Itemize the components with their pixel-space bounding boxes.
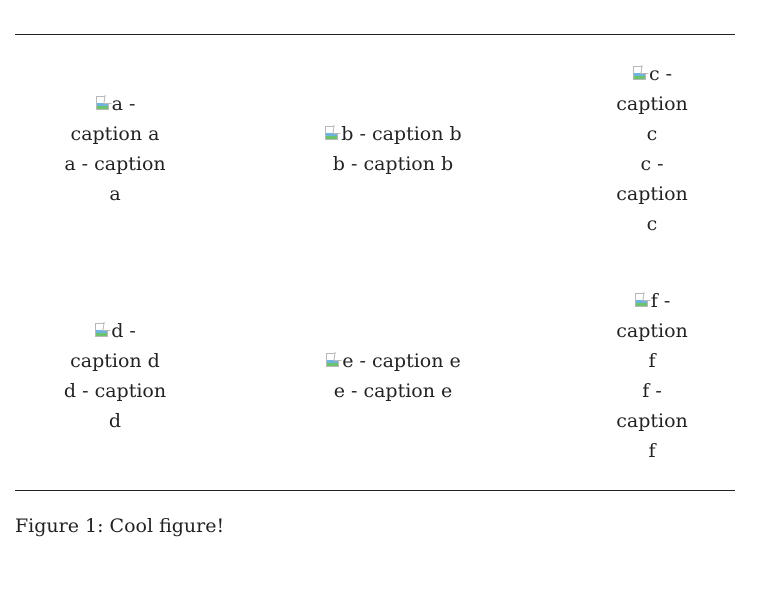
broken-image-icon (325, 352, 341, 368)
image-alt-c: c - caption c (616, 63, 688, 145)
image-alt-f: f - caption f (616, 290, 688, 372)
figure-row-2: d - caption d d - caption d e - caption … (15, 262, 735, 490)
broken-image-icon (95, 95, 111, 111)
image-alt-b: b - caption b (313, 119, 473, 149)
subcaption-d: d - caption d (63, 380, 167, 432)
figure-caption: Figure 1: Cool figure! (15, 515, 225, 537)
subfigure-a: a - caption a a - caption a (63, 89, 167, 209)
subcaption-f: f - caption f (616, 380, 688, 462)
subfigure-f: f - caption f f - caption f (614, 286, 690, 466)
top-rule (15, 34, 735, 35)
subcaption-b: b - caption b (332, 153, 454, 175)
image-alt-e: e - caption e (313, 346, 473, 376)
broken-image-icon (632, 65, 648, 81)
broken-image-icon (634, 292, 650, 308)
broken-image-icon (324, 125, 340, 141)
bottom-rule (15, 490, 735, 491)
image-alt-d: d - caption d (70, 320, 160, 372)
figure: a - caption a a - caption a b - caption … (15, 34, 735, 491)
subfigure-d: d - caption d d - caption d (63, 316, 167, 436)
subfigure-e: e - caption e e - caption e (313, 346, 473, 406)
subfigure-b: b - caption b b - caption b (313, 119, 473, 179)
subcaption-c: c - caption c (616, 153, 688, 235)
figure-row-1: a - caption a a - caption a b - caption … (15, 35, 735, 262)
subcaption-e: e - caption e (333, 380, 453, 402)
broken-image-icon (94, 322, 110, 338)
subfigure-c: c - caption c c - caption c (614, 59, 690, 239)
subcaption-a: a - caption a (64, 153, 166, 205)
image-alt-a: a - caption a (70, 93, 160, 145)
